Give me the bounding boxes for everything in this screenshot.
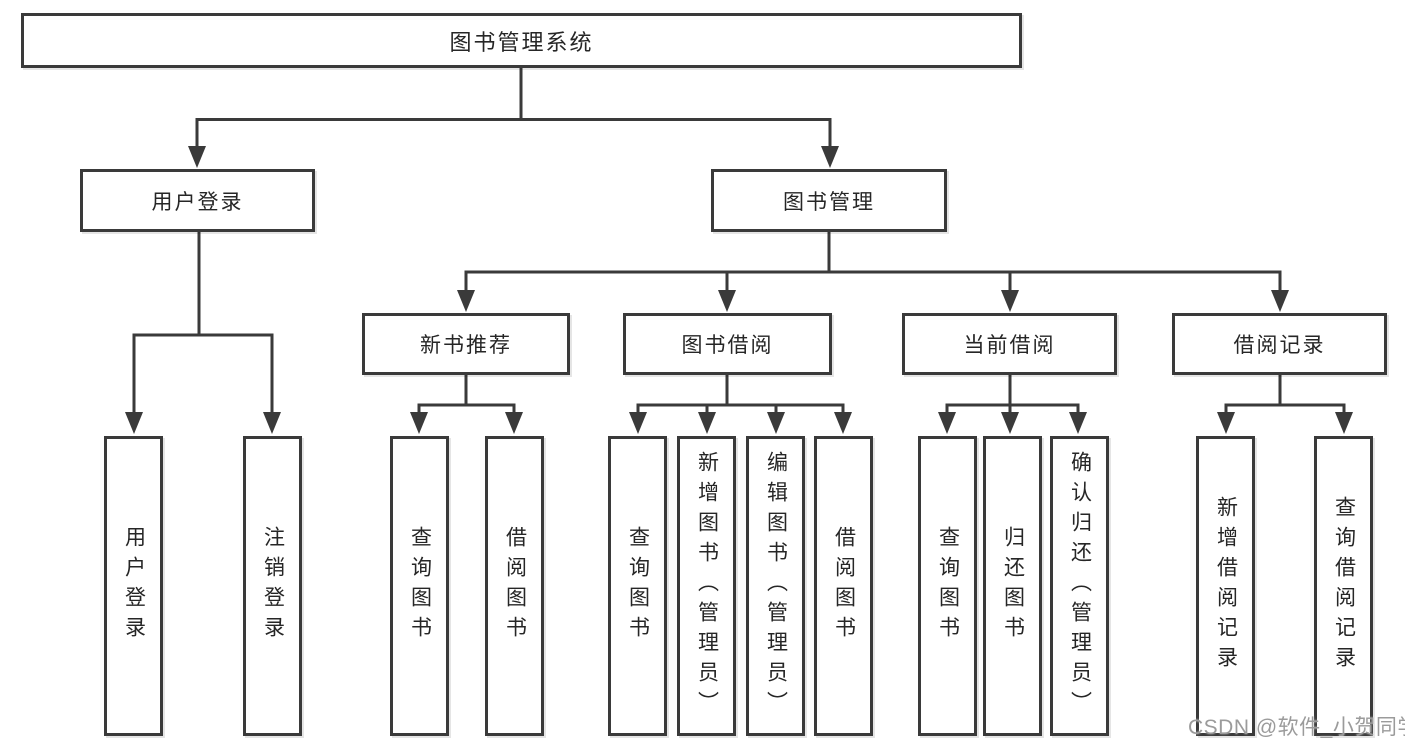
- node-label: 归还图书: [1001, 526, 1025, 646]
- node-leaf-add-book-admin: 新增图书（管理员）: [677, 436, 736, 736]
- node-user-login: 用户登录: [80, 169, 315, 232]
- node-new-book-recommendation: 新书推荐: [362, 313, 570, 375]
- node-label: 借阅图书: [503, 526, 527, 646]
- node-label: 编辑图书（管理员）: [764, 451, 788, 721]
- node-label: 用户登录: [151, 190, 244, 214]
- node-leaf-edit-book-admin: 编辑图书（管理员）: [746, 436, 805, 736]
- node-label: 查询借阅记录: [1332, 496, 1356, 676]
- node-label: 图书管理: [783, 190, 875, 214]
- node-leaf-confirm-return-admin: 确认归还（管理员）: [1050, 436, 1109, 736]
- node-current-borrowing: 当前借阅: [902, 313, 1117, 375]
- node-label: 注销登录: [261, 526, 285, 646]
- node-leaf-query-books: 查询图书: [390, 436, 449, 736]
- node-label: 查询图书: [626, 526, 650, 646]
- node-label: 图书借阅: [681, 334, 774, 357]
- node-borrowing-records: 借阅记录: [1172, 313, 1387, 375]
- node-leaf-borrow-books: 借阅图书: [814, 436, 873, 736]
- csdn-watermark: CSDN @软件_小贺同学: [1188, 716, 1405, 739]
- node-book-borrowing: 图书借阅: [623, 313, 832, 375]
- arrowheads: [125, 146, 1353, 434]
- node-book-management: 图书管理: [711, 169, 947, 232]
- node-library-management-system: 图书管理系统: [21, 13, 1022, 68]
- node-label: 借阅记录: [1233, 334, 1326, 357]
- node-leaf-user-login: 用户登录: [104, 436, 163, 736]
- node-label: 新增图书（管理员）: [695, 451, 719, 721]
- node-label: 图书管理系统: [449, 29, 594, 55]
- node-label: 确认归还（管理员）: [1068, 451, 1092, 721]
- node-label: 用户登录: [122, 526, 146, 646]
- node-label: 借阅图书: [832, 526, 856, 646]
- node-label: 查询图书: [408, 526, 432, 646]
- node-leaf-add-borrow-record: 新增借阅记录: [1196, 436, 1255, 736]
- node-leaf-query-books: 查询图书: [918, 436, 977, 736]
- node-label: 新书推荐: [420, 334, 512, 357]
- node-leaf-borrow-books: 借阅图书: [485, 436, 544, 736]
- node-label: 查询图书: [936, 526, 960, 646]
- node-leaf-query-borrow-record: 查询借阅记录: [1314, 436, 1373, 736]
- node-leaf-return-book: 归还图书: [983, 436, 1042, 736]
- node-leaf-query-books: 查询图书: [608, 436, 667, 736]
- node-leaf-logout: 注销登录: [243, 436, 302, 736]
- node-label: 新增借阅记录: [1214, 496, 1238, 676]
- node-label: 当前借阅: [963, 334, 1056, 357]
